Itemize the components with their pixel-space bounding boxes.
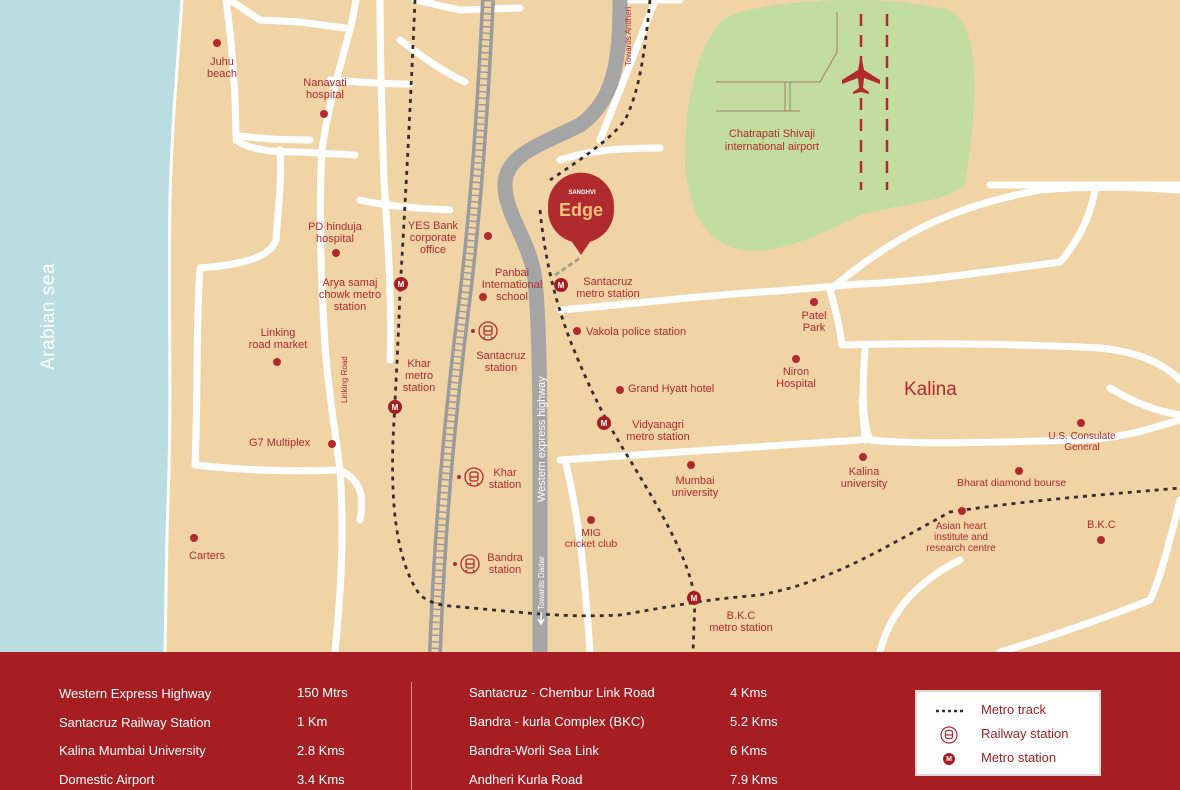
distance-value: 2.8 Kms: [297, 743, 345, 758]
place-label: Santacruz metro station: [576, 276, 640, 300]
place-label: Patel Park: [801, 310, 827, 334]
metro-station-icon: M: [943, 753, 955, 765]
brand-name: Edge: [558, 200, 603, 220]
place-label: Mumbai university: [671, 475, 719, 499]
railway-station-icons: [453, 321, 498, 574]
distance-value: 1 Km: [297, 714, 328, 729]
arrow-down-icon: [537, 612, 545, 626]
sea-label: Arabian sea: [38, 263, 59, 370]
area-map[interactable]: M M M M M SANGHVI Edge Arabian sea Kalin…: [0, 0, 1180, 652]
distance-value: 7.9 Kms: [730, 772, 778, 787]
svg-text:M: M: [601, 419, 608, 428]
towards-dadar-label: Towards Dadar: [537, 556, 546, 610]
distance-value: 3.4 Kms: [297, 772, 345, 787]
distance-place: Bandra - kurla Complex (BKC): [469, 714, 645, 729]
place-label: MIG cricket club: [564, 527, 618, 550]
place-label: Nanavati hospital: [303, 77, 347, 101]
place-label: Khar station: [488, 467, 522, 491]
legend-label: Railway station: [981, 726, 1069, 741]
place-label: Niron Hospital: [776, 366, 816, 390]
region-label-kalina: Kalina: [904, 379, 957, 400]
airport-label: Chatrapati Shivaji international airport: [724, 128, 820, 153]
railway-track: [428, 0, 495, 652]
legend-railway-station: [939, 726, 959, 744]
towards-andheri-label: Towards Andheri: [624, 6, 633, 66]
edge-connector: [554, 256, 581, 277]
airplane-icon: [842, 55, 880, 94]
place-label: Khar metro station: [402, 358, 436, 394]
distance-value: 5.2 Kms: [730, 714, 778, 729]
place-label: Grand Hyatt hotel: [628, 383, 715, 395]
distance-value: 6 Kms: [730, 743, 767, 758]
column-divider: [411, 682, 412, 790]
legend-metro-track: [935, 702, 965, 720]
place-label: Bharat diamond bourse: [957, 477, 1067, 489]
svg-text:M: M: [558, 281, 565, 290]
place-label: B.K.C metro station: [709, 610, 773, 634]
railway-station-icon: [940, 726, 958, 744]
map-legend: Metro track Railway station M Metro stat…: [915, 690, 1101, 776]
distance-place: Western Express Highway: [59, 686, 212, 701]
place-label: Asian heart institute and research centr…: [926, 521, 996, 554]
metro-track-icon: [936, 709, 964, 713]
highway-label: Western express highway: [536, 376, 548, 502]
place-label: Vidyanagri metro station: [626, 419, 690, 443]
place-label: PD hinduja hospital: [308, 221, 362, 245]
legend-label: Metro station: [981, 750, 1057, 765]
distance-place: Santacruz - Chembur Link Road: [469, 685, 655, 700]
distance-place: Kalina Mumbai University: [59, 743, 206, 758]
place-dots: [190, 39, 1105, 544]
place-label: G7 Multiplex: [249, 437, 311, 449]
place-label: U.S. Consulate General: [1048, 431, 1116, 453]
distance-place: Domestic Airport: [59, 772, 155, 787]
distance-value: 150 Mtrs: [297, 685, 348, 700]
legend-metro-station: M: [943, 750, 955, 768]
brand-sup: SANGHVI: [568, 190, 596, 196]
roads: [191, 0, 1180, 652]
place-label: B.K.C: [1087, 519, 1116, 531]
place-label: Juhu beach: [207, 56, 237, 80]
place-label: Linking road market: [248, 327, 308, 351]
airport-runways: [859, 14, 889, 190]
distance-place: Santacruz Railway Station: [59, 715, 211, 730]
distance-value: 4 Kms: [730, 685, 767, 700]
place-label: Bandra station: [487, 552, 523, 576]
place-label: Vakola police station: [586, 326, 687, 338]
place-label: YES Bank corporate office: [407, 220, 459, 256]
place-label: Panbai International school: [481, 267, 543, 303]
metro-station-markers: M M M M M: [388, 277, 701, 605]
legend-label: Metro track: [981, 702, 1047, 717]
coastline: [163, 0, 184, 652]
place-label: Santacruz station: [476, 350, 526, 374]
svg-text:M: M: [392, 403, 399, 412]
map-canvas: M M M M M: [0, 0, 1180, 652]
distance-place: Andheri Kurla Road: [469, 772, 583, 787]
place-label: Arya samaj chowk metro station: [318, 277, 382, 313]
edge-location-pin: [548, 172, 614, 255]
western-express-highway: [497, 0, 628, 652]
distance-place: Bandra-Worli Sea Link: [469, 743, 599, 758]
svg-text:M: M: [398, 280, 405, 289]
place-label: Kalina university: [840, 466, 888, 490]
place-label: Carters: [189, 550, 226, 562]
svg-text:M: M: [691, 594, 698, 603]
airport-runway-lines: [716, 12, 838, 112]
linking-road-label: Linking Road: [340, 356, 349, 403]
airport-area: [684, 0, 975, 251]
distance-panel: Western Express Highway 150 Mtrs Santacr…: [0, 652, 1180, 790]
sea-area: [0, 0, 182, 652]
